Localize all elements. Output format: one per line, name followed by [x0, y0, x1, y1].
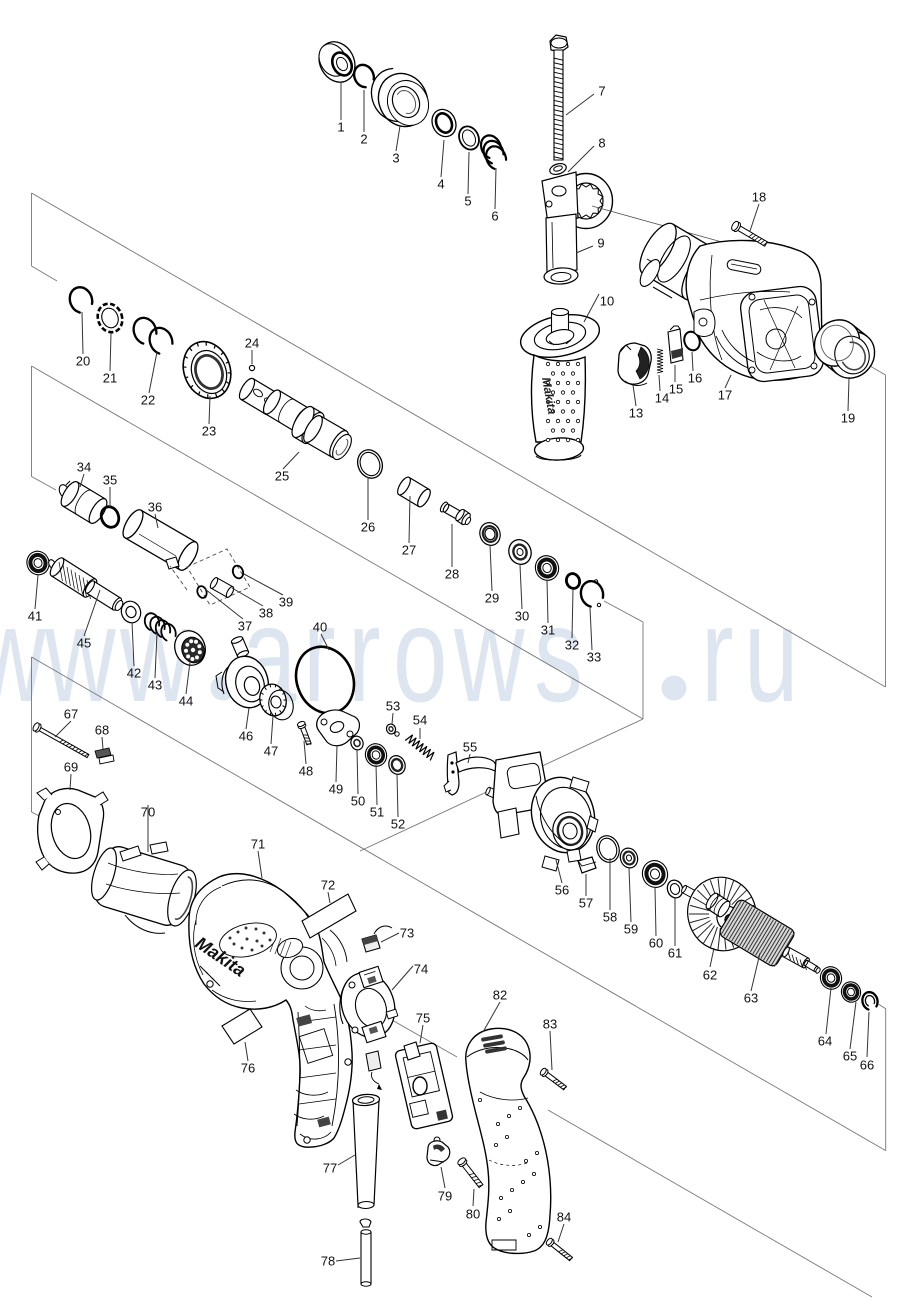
svg-text:28: 28 [445, 567, 459, 582]
svg-text:67: 67 [64, 707, 78, 722]
svg-text:8: 8 [598, 136, 605, 151]
svg-text:r: r [701, 579, 734, 730]
svg-text:32: 32 [565, 638, 579, 653]
svg-text:53: 53 [386, 699, 400, 714]
svg-text:39: 39 [279, 595, 293, 610]
svg-text:40: 40 [313, 620, 327, 635]
svg-text:70: 70 [141, 805, 155, 820]
svg-text:35: 35 [103, 473, 117, 488]
svg-text:54: 54 [413, 713, 427, 728]
svg-text:80: 80 [466, 1207, 480, 1222]
svg-text:57: 57 [579, 896, 593, 911]
svg-text:o: o [393, 579, 447, 730]
svg-text:19: 19 [841, 411, 855, 426]
svg-text:25: 25 [275, 469, 289, 484]
svg-text:5: 5 [464, 194, 471, 209]
svg-text:w: w [0, 579, 46, 730]
svg-text:41: 41 [28, 609, 42, 624]
svg-text:r: r [303, 579, 336, 730]
svg-text:37: 37 [238, 619, 252, 634]
svg-text:s: s [534, 579, 583, 730]
svg-text:42: 42 [127, 666, 141, 681]
svg-text:38: 38 [259, 606, 273, 621]
svg-text:34: 34 [77, 460, 91, 475]
svg-text:75: 75 [416, 1011, 430, 1026]
svg-text:18: 18 [752, 190, 766, 205]
svg-text:3: 3 [392, 151, 399, 166]
svg-text:6: 6 [491, 209, 498, 224]
svg-text:58: 58 [603, 910, 617, 925]
svg-text:14: 14 [655, 391, 669, 406]
svg-text:21: 21 [103, 371, 117, 386]
svg-text:62: 62 [703, 968, 717, 983]
svg-text:68: 68 [95, 723, 109, 738]
svg-text:63: 63 [744, 991, 758, 1006]
svg-text:w: w [453, 579, 525, 730]
svg-text:2: 2 [360, 132, 367, 147]
svg-text:4: 4 [437, 177, 444, 192]
svg-text:50: 50 [351, 794, 365, 809]
svg-text:r: r [348, 579, 381, 730]
svg-text:56: 56 [555, 883, 569, 898]
svg-text:16: 16 [688, 371, 702, 386]
svg-text:10: 10 [600, 294, 614, 309]
svg-text:72: 72 [321, 878, 335, 893]
svg-text:15: 15 [669, 382, 683, 397]
svg-text:45: 45 [77, 636, 91, 651]
svg-text:20: 20 [76, 354, 90, 369]
svg-text:1: 1 [337, 120, 344, 135]
svg-text:61: 61 [668, 946, 682, 961]
svg-text:69: 69 [64, 760, 78, 775]
svg-text:26: 26 [361, 520, 375, 535]
svg-text:23: 23 [202, 424, 216, 439]
svg-text:55: 55 [463, 740, 477, 755]
svg-text:u: u [744, 579, 798, 730]
svg-text:74: 74 [414, 962, 428, 977]
svg-text:77: 77 [323, 1161, 337, 1176]
svg-text:59: 59 [624, 922, 638, 937]
svg-text:48: 48 [299, 764, 313, 779]
svg-text:49: 49 [329, 782, 343, 797]
svg-text:60: 60 [649, 936, 663, 951]
svg-text:36: 36 [148, 500, 162, 515]
svg-text:51: 51 [370, 805, 384, 820]
svg-text:27: 27 [402, 543, 416, 558]
svg-text:79: 79 [438, 1189, 452, 1204]
svg-text:82: 82 [493, 988, 507, 1003]
svg-text:43: 43 [148, 678, 162, 693]
svg-text:65: 65 [843, 1049, 857, 1064]
svg-text:52: 52 [391, 817, 405, 832]
svg-text:30: 30 [515, 609, 529, 624]
svg-text:29: 29 [485, 591, 499, 606]
svg-text:46: 46 [239, 729, 253, 744]
svg-text:64: 64 [818, 1034, 832, 1049]
svg-text:84: 84 [557, 1210, 571, 1225]
svg-text:13: 13 [629, 406, 643, 421]
svg-text:24: 24 [245, 336, 259, 351]
svg-text:7: 7 [598, 84, 605, 99]
svg-text:78: 78 [321, 1254, 335, 1269]
svg-text:33: 33 [587, 650, 601, 665]
svg-text:76: 76 [241, 1061, 255, 1076]
svg-text:71: 71 [251, 837, 265, 852]
svg-text:73: 73 [400, 926, 414, 941]
svg-text:Makita: Makita [539, 376, 559, 416]
svg-text:9: 9 [597, 236, 604, 251]
svg-text:17: 17 [718, 388, 732, 403]
svg-text:22: 22 [141, 393, 155, 408]
svg-text:47: 47 [264, 744, 278, 759]
svg-text:83: 83 [543, 1017, 557, 1032]
svg-text:44: 44 [179, 694, 193, 709]
svg-text:31: 31 [541, 623, 555, 638]
svg-text:66: 66 [860, 1058, 874, 1073]
